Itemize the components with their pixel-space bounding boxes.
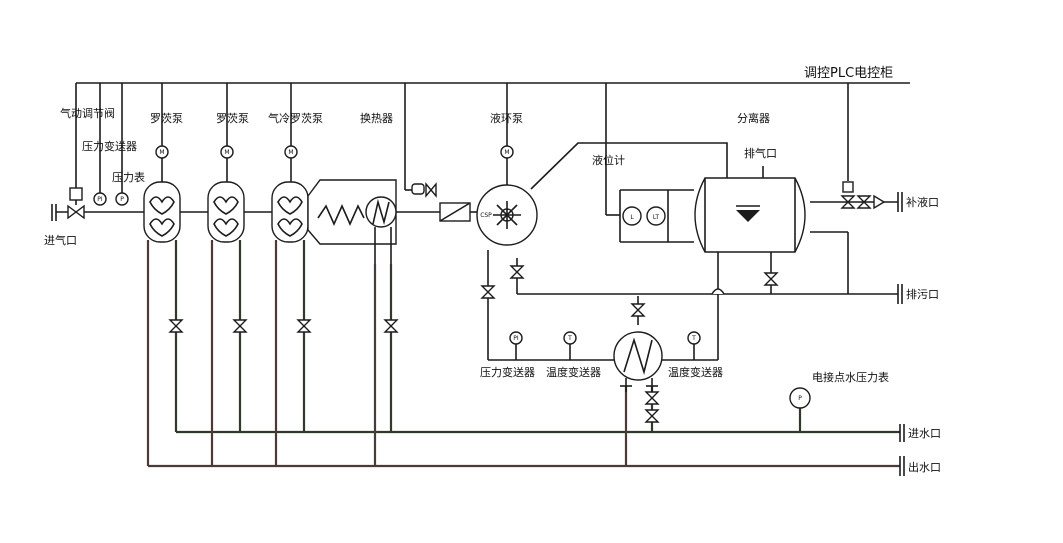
svg-text:P: P xyxy=(120,196,124,203)
valve-icon[interactable] xyxy=(509,265,525,279)
svg-text:PI: PI xyxy=(97,196,103,203)
inlet-label: 进气口 xyxy=(44,233,77,247)
svg-text:M: M xyxy=(159,149,164,156)
gas-cooled-roots-pump[interactable] xyxy=(271,181,309,243)
check-valve[interactable] xyxy=(439,202,471,222)
svg-text:PI: PI xyxy=(513,335,519,342)
svg-text:M: M xyxy=(504,149,509,156)
plc-signal-bus xyxy=(75,82,910,216)
svg-text:P: P xyxy=(798,395,802,402)
inlet-pressure-transmitter: PI xyxy=(93,192,107,206)
contact-pressure-gauge: P xyxy=(789,387,811,409)
level-gauge-label: 液位计 xyxy=(592,153,625,167)
valve-icon[interactable] xyxy=(296,319,312,333)
gas-pipeline xyxy=(51,142,898,295)
water-in-label: 进水口 xyxy=(908,427,941,440)
roots-pump-1-label: 罗茨泵 xyxy=(150,111,183,125)
svg-text:T: T xyxy=(691,335,696,342)
valve-icon[interactable] xyxy=(383,319,399,333)
valve-icon[interactable] xyxy=(168,319,184,333)
temperature-indicator: T xyxy=(687,331,701,360)
gas-regulator-label: 气动调节阀 xyxy=(60,106,115,120)
motor-icon: M xyxy=(500,145,514,186)
svg-text:M: M xyxy=(288,149,293,156)
motor-icon: M xyxy=(284,145,298,182)
heat-exchanger[interactable] xyxy=(307,179,397,264)
pressure-transmitter-cool-label: 压力变送器 xyxy=(480,365,535,379)
separator-vessel[interactable] xyxy=(694,177,806,253)
makeup-valve[interactable] xyxy=(840,181,886,210)
csp-valve[interactable] xyxy=(411,182,437,198)
water-out-label: 出水口 xyxy=(908,460,941,474)
valve-icon[interactable] xyxy=(630,303,646,317)
valve-icon[interactable] xyxy=(232,319,248,333)
heat-exchanger-label: 换热器 xyxy=(360,111,393,125)
pressure-transmitter-label: 压力变送器 xyxy=(82,139,137,153)
plc-label: 调控PLC电控柜 xyxy=(804,66,893,81)
valve-icon[interactable] xyxy=(763,272,779,286)
valve-icon[interactable] xyxy=(480,285,496,299)
level-gauge: L LT xyxy=(619,189,694,243)
motor-icon: M xyxy=(220,145,234,182)
temp-transmitter-2-label: 温度变送器 xyxy=(668,365,723,379)
cooling-water-lines xyxy=(146,240,900,468)
makeup-water-label: 补液口 xyxy=(906,195,939,209)
svg-text:M: M xyxy=(224,149,229,156)
temperature-indicator: T xyxy=(563,331,577,360)
valve-icon[interactable] xyxy=(644,409,660,423)
liquid-ring-pump-label: 液环泵 xyxy=(490,111,523,125)
pressure-gauge-label: 压力表 xyxy=(112,170,145,184)
terminal-flanges xyxy=(897,192,905,476)
inlet-pressure-gauge: P xyxy=(115,192,129,206)
drain-label: 排污口 xyxy=(906,287,939,301)
separator-label: 分离器 xyxy=(737,111,770,125)
plate-cooler[interactable] xyxy=(613,331,663,392)
svg-text:CSP: CSP xyxy=(480,212,492,219)
gas-cooled-roots-pump-label: 气冷罗茨泵 xyxy=(268,111,323,125)
valve-icon[interactable] xyxy=(644,391,660,405)
pressure-indicator: PI xyxy=(509,331,523,360)
gas-regulator-valve[interactable] xyxy=(67,187,85,220)
svg-text:LT: LT xyxy=(653,214,660,221)
motor-icon: M xyxy=(155,145,169,182)
svg-text:L: L xyxy=(630,214,634,221)
roots-pump-2[interactable] xyxy=(207,181,245,243)
liquid-ring-pump[interactable]: CSP xyxy=(476,184,538,246)
temp-transmitter-1-label: 温度变送器 xyxy=(546,365,601,379)
roots-pump-1[interactable] xyxy=(143,181,181,243)
svg-text:T: T xyxy=(567,335,572,342)
roots-pump-2-label: 罗茨泵 xyxy=(216,111,249,125)
contact-pressure-gauge-label: 电接点水压力表 xyxy=(812,370,889,384)
vent-label: 排气口 xyxy=(744,146,777,160)
